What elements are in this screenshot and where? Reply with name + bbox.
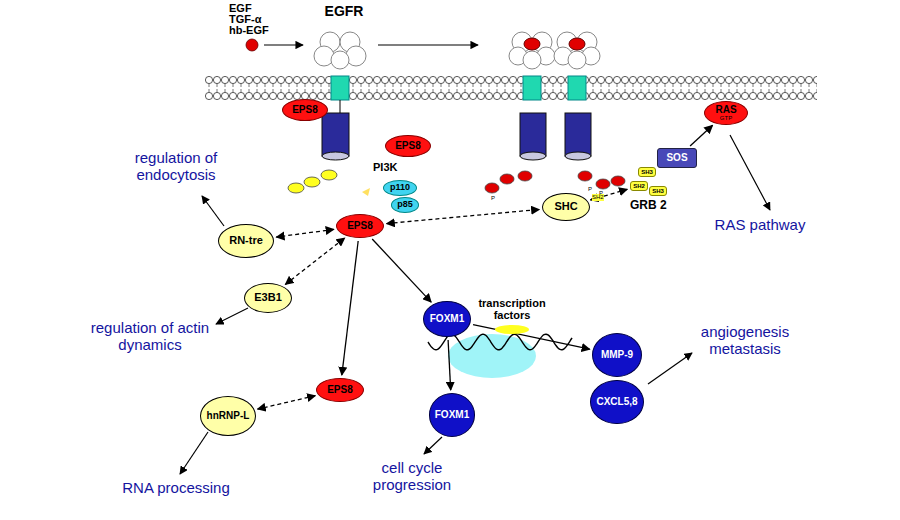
ligand: [246, 39, 258, 51]
interaction-connector: [258, 396, 316, 409]
protein-box: SH3: [638, 167, 656, 177]
site-label: P: [599, 190, 603, 197]
protein-oval: SHC: [542, 193, 590, 221]
function-label: angiogenesis metastasis: [685, 324, 805, 357]
node-text: p85: [397, 200, 413, 209]
protein-oval: EPS8: [316, 378, 364, 402]
molecule-label: hb-EGF: [229, 24, 269, 36]
protein-oval: EPS8: [282, 99, 328, 121]
ligand-arrow: [264, 44, 303, 45]
node-text: SHC: [554, 201, 577, 213]
node-text: CXCL5,8: [596, 397, 637, 408]
activation-arrow: [690, 125, 712, 146]
protein-oval: p85: [391, 197, 419, 212]
activation-arrow: [473, 325, 590, 350]
node-text: RAS: [715, 105, 736, 116]
protein-oval: RN-tre: [218, 224, 274, 258]
molecule-label: EGF: [229, 2, 252, 14]
function-label: RAS pathway: [715, 217, 806, 234]
node-text: SOS: [666, 153, 687, 164]
activation-arrow: [372, 239, 431, 302]
protein-oval: MMP-9: [592, 333, 642, 377]
node-text: EPS8: [347, 221, 373, 232]
node-subtext: GTP: [720, 115, 732, 121]
protein-box: SOS: [657, 148, 697, 168]
node-text: FOXM1: [435, 410, 469, 421]
tyrosine-dots: [288, 170, 625, 193]
transcription-factor-oval: [495, 325, 529, 334]
interaction-connector: [285, 238, 344, 284]
protein-box: SH3: [649, 186, 667, 196]
protein-oval: FOXM1: [429, 393, 475, 437]
protein-oval: E3B1: [244, 283, 292, 313]
interaction-connector: [276, 229, 333, 237]
node-text: MMP-9: [601, 350, 633, 361]
function-label: RNA processing: [122, 480, 230, 497]
molecule-label: TGF-α: [229, 13, 261, 25]
node-text: EPS8: [292, 105, 318, 116]
site-label: P: [491, 195, 495, 202]
receptor: [314, 32, 366, 160]
protein-oval: EPS8: [385, 135, 431, 157]
node-text: SH3: [641, 169, 653, 175]
membrane: [205, 76, 817, 100]
protein-oval: EPS8: [336, 214, 384, 238]
function-label: regulation of actin dynamics: [80, 320, 220, 353]
molecule-label: PI3K: [373, 161, 397, 173]
protein-oval: hnRNP-L: [200, 396, 256, 436]
protein-oval: CXCL5,8: [590, 380, 643, 424]
protein-box: SH2: [630, 181, 648, 191]
node-text: FOXM1: [430, 314, 464, 325]
molecule-label: GRB 2: [630, 199, 667, 212]
node-text: hnRNP-L: [207, 411, 250, 422]
node-text: transcription factors: [477, 298, 547, 321]
function-label: regulation of endocytosis: [111, 150, 241, 183]
node-text: EPS8: [327, 385, 353, 396]
node-text: p110: [390, 183, 410, 192]
activation-arrow: [378, 44, 478, 45]
function-label: cell cycle progression: [357, 460, 467, 493]
node-text: E3B1: [254, 292, 282, 304]
activation-arrow: [448, 340, 451, 390]
site-label: P: [588, 186, 592, 193]
protein-oval: FOXM1: [423, 301, 471, 337]
protein-oval: p110: [383, 180, 417, 196]
protein-oval: RASGTP: [704, 101, 748, 125]
activation-arrow: [342, 241, 358, 375]
node-text: SH3: [652, 188, 664, 194]
transcription-factor: transcription factors: [475, 297, 549, 335]
nucleus-blob: [448, 334, 536, 378]
pi3k-pointer: [362, 188, 370, 196]
node-text: EPS8: [395, 141, 421, 152]
node-text: SH2: [633, 183, 645, 189]
receptor-dimer: [509, 32, 600, 160]
node-text: RN-tre: [229, 235, 263, 247]
molecule-label: EGFR: [325, 4, 364, 19]
interaction-connector: [590, 189, 627, 200]
outcome-arrows: [180, 135, 770, 474]
